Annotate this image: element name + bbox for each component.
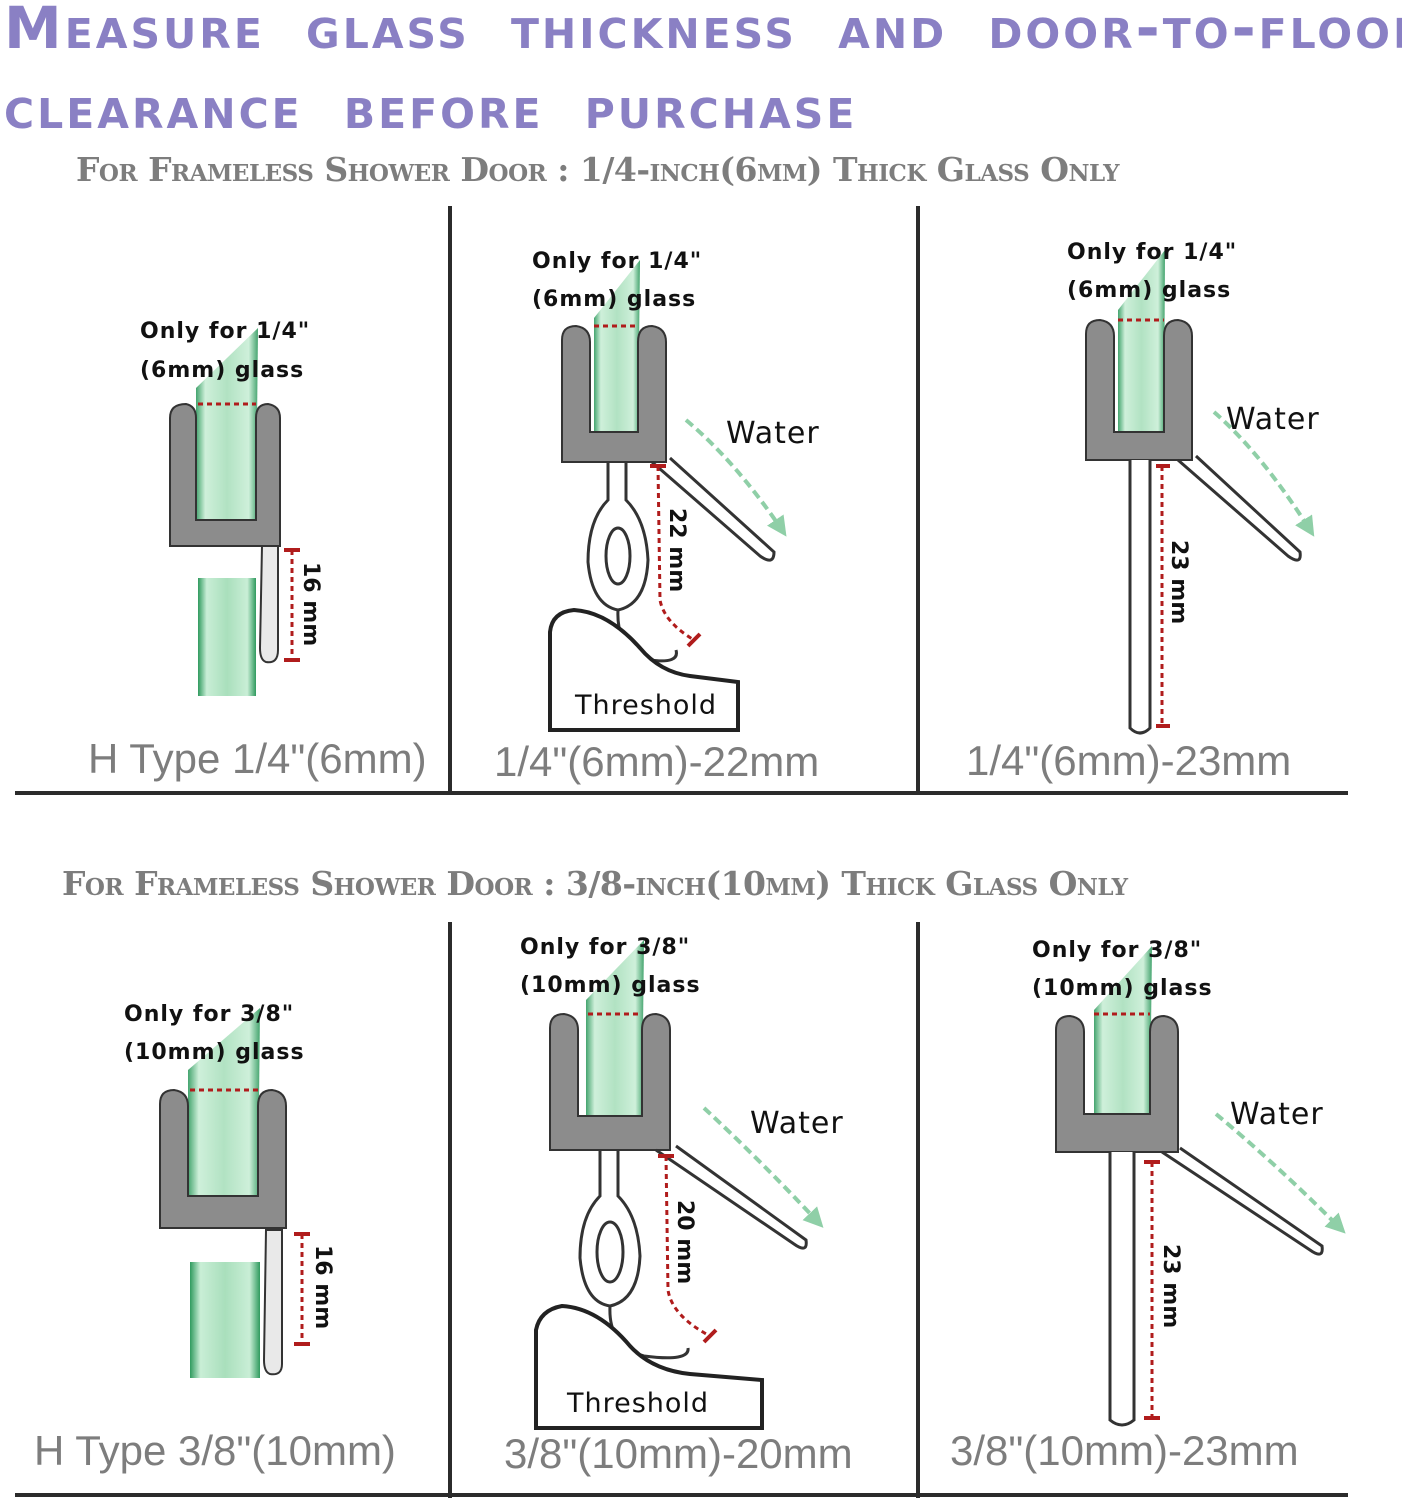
seal-stem — [1108, 1152, 1136, 1427]
glass-pane-lower-icon — [198, 578, 256, 696]
dimension-label: 20 mm — [672, 1200, 697, 1284]
panel-caption: 3/8"(10mm)-23mm — [950, 1427, 1299, 1474]
glass-pane-icon — [196, 328, 258, 520]
seal-fin — [262, 1229, 283, 1376]
panel-h-type-quarter: Only for 1/4" (6mm) glass 16 mm H Type 1… — [88, 319, 427, 782]
glass-label-line-1: Only for 1/4" — [532, 249, 702, 274]
dimension-tick-bottom — [686, 632, 702, 648]
dimension-label: 22 mm — [664, 508, 689, 592]
seal-stem — [1128, 460, 1152, 735]
threshold-label: Threshold — [566, 1388, 709, 1419]
dimension-label: 16 mm — [298, 562, 323, 646]
glass-pane-icon — [594, 260, 640, 432]
panel-caption: 1/4"(6mm)-23mm — [966, 737, 1291, 784]
water-arrow-icon — [684, 418, 787, 537]
seal-bulb-hole — [595, 1220, 625, 1284]
water-arrow-icon — [1212, 410, 1315, 537]
panel-h-type-three-eighths: Only for 3/8" (10mm) glass 16 mm H Type … — [34, 1002, 396, 1474]
panel-caption: 3/8"(10mm)-20mm — [504, 1430, 853, 1477]
water-arrow-icon — [1214, 1112, 1346, 1234]
dimension-label: 16 mm — [310, 1245, 335, 1329]
seal-sweep-arm — [1161, 1146, 1324, 1256]
threshold-label: Threshold — [574, 690, 717, 721]
seal-sweep-arm — [1177, 454, 1302, 562]
glass-label-line-1: Only for 1/4" — [140, 319, 310, 344]
dimension-line — [656, 465, 695, 642]
glass-label-line-2: (6mm) glass — [532, 287, 696, 312]
section-title-quarter-inch: For Frameless Shower Door : 1/4-inch(6mm… — [76, 150, 1120, 189]
water-label: Water — [1226, 402, 1320, 437]
glass-label-line-1: Only for 3/8" — [1032, 938, 1202, 963]
seal-profile-icon — [561, 324, 667, 463]
seal-sweep-arm — [655, 1144, 808, 1250]
panel-caption: H Type 1/4"(6mm) — [88, 735, 427, 782]
glass-label-line-1: Only for 3/8" — [520, 935, 690, 960]
section-title-three-eighths-inch: For Frameless Shower Door : 3/8-inch(10m… — [62, 864, 1128, 903]
water-arrow-icon — [702, 1106, 824, 1228]
glass-pane-icon — [188, 1008, 260, 1196]
seal-fin — [258, 545, 279, 664]
threshold-icon — [534, 1303, 764, 1430]
glass-label-line-1: Only for 1/4" — [1067, 240, 1237, 265]
grid-dividers — [15, 206, 1348, 1498]
dimension-tick-bottom — [702, 1328, 718, 1344]
glass-label-line-2: (10mm) glass — [1032, 976, 1213, 1001]
dimension-label: 23 mm — [1166, 540, 1191, 624]
water-label: Water — [1230, 1097, 1324, 1132]
panel-quarter-22mm: Only for 1/4" (6mm) glass Water 22 mm Th… — [494, 249, 820, 785]
panel-three-eighths-23mm: Only for 3/8" (10mm) glass Water 23 mm 3… — [950, 938, 1346, 1474]
glass-label-line-2: (6mm) glass — [1067, 278, 1231, 303]
headline-line-2: clearance before purchase — [4, 74, 858, 142]
glass-pane-lower-icon — [190, 1262, 260, 1378]
glass-pane-icon — [586, 940, 644, 1116]
seal-sweep-arm — [651, 456, 776, 562]
panel-three-eighths-20mm: Only for 3/8" (10mm) glass Water 20 mm T… — [504, 935, 853, 1477]
seal-profile-icon — [169, 402, 281, 547]
glass-label-line-2: (10mm) glass — [520, 973, 701, 998]
glass-label-line-2: (10mm) glass — [124, 1040, 305, 1065]
seal-profile-icon — [1085, 318, 1193, 461]
glass-label-line-1: Only for 3/8" — [124, 1002, 294, 1027]
panel-caption: 1/4"(6mm)-22mm — [494, 738, 819, 785]
seal-profile-icon — [1055, 1014, 1179, 1153]
seal-profile-icon — [159, 1088, 287, 1229]
threshold-icon — [548, 607, 740, 732]
dimension-label: 23 mm — [1158, 1244, 1183, 1328]
seal-bulb — [586, 462, 650, 612]
panel-quarter-23mm: Only for 1/4" (6mm) glass Water 23 mm 1/… — [966, 240, 1320, 784]
panel-caption: H Type 3/8"(10mm) — [34, 1427, 396, 1474]
glass-label-line-2: (6mm) glass — [140, 358, 304, 383]
headline-line-1: Measure glass thickness and door-to-floo… — [4, 0, 1402, 62]
water-label: Water — [726, 416, 820, 451]
seal-profile-icon — [549, 1012, 671, 1151]
water-label: Water — [750, 1106, 844, 1141]
seal-bulb-hole — [604, 526, 632, 586]
glass-pane-icon — [1118, 250, 1165, 432]
glass-pane-icon — [1094, 946, 1152, 1114]
dimension-line — [664, 1155, 711, 1338]
